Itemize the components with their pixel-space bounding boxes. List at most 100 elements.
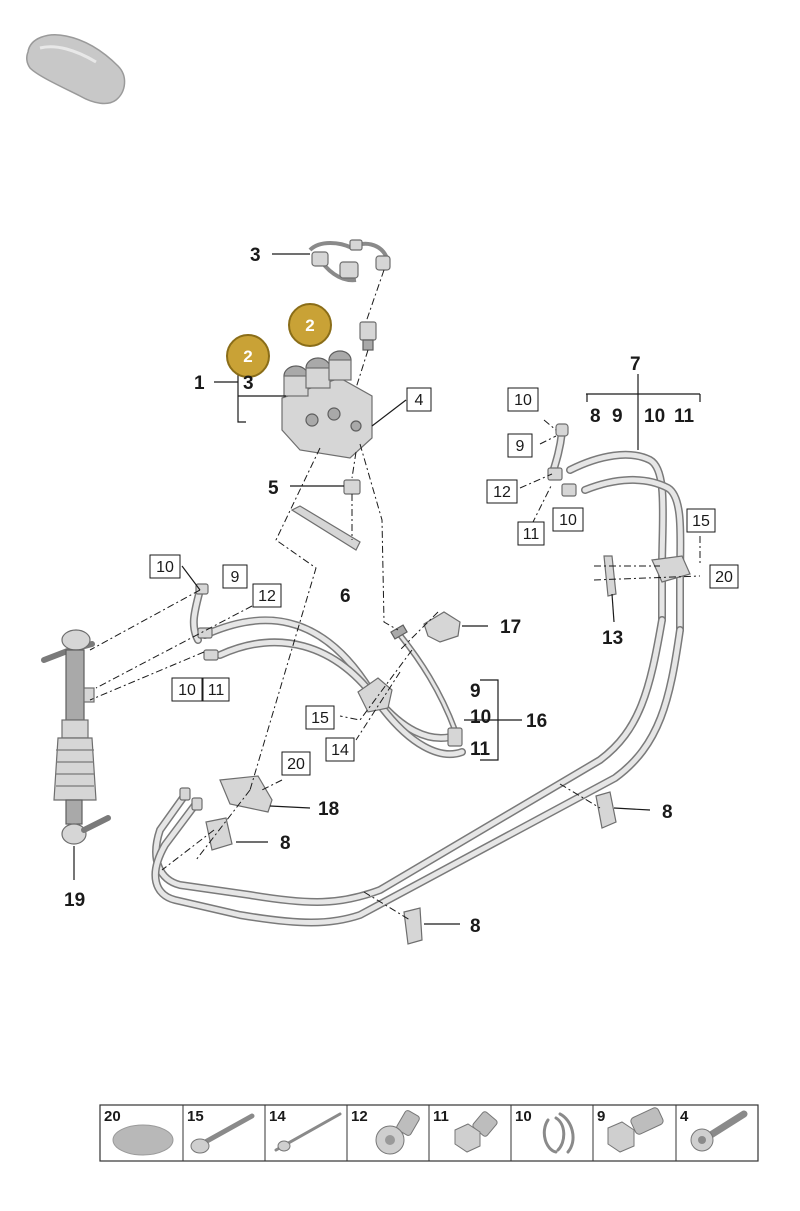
hydraulic-pipes [151, 428, 685, 927]
heat-shield-part [219, 775, 273, 813]
hex-head-bolt-icon [607, 1107, 664, 1153]
wiring-harness-part [308, 239, 391, 283]
callout-13[interactable]: 13 [602, 628, 623, 649]
assembly-lines [89, 269, 701, 921]
clip-8-right-part [595, 791, 617, 829]
callout-15-right-box[interactable]: 15 [686, 508, 716, 533]
svg-text:11: 11 [523, 526, 540, 543]
callout-10-right2-box[interactable]: 10 [552, 507, 584, 532]
badge-2-upper[interactable]: 2 [288, 303, 332, 347]
actuator-strut-part [41, 629, 111, 845]
svg-text:15: 15 [311, 710, 329, 727]
callout-12-left-box[interactable]: 12 [252, 583, 282, 608]
grommet-part [343, 479, 361, 495]
leader-lines [73, 253, 701, 925]
callout-1[interactable]: 1 [194, 373, 205, 394]
callout-16-9[interactable]: 9 [470, 681, 481, 702]
callout-3-valve[interactable]: 3 [243, 373, 254, 394]
callout-6[interactable]: 6 [340, 586, 351, 607]
spring-clip-icon [542, 1112, 575, 1154]
svg-text:14: 14 [331, 742, 349, 759]
callout-19[interactable]: 19 [64, 890, 85, 911]
callout-7[interactable]: 7 [630, 354, 641, 375]
svg-text:10: 10 [514, 392, 532, 409]
callout-20-mid-box[interactable]: 20 [281, 751, 311, 776]
callout-7-11[interactable]: 11 [674, 406, 695, 427]
callout-20-right-box[interactable]: 20 [709, 564, 739, 589]
callout-14-mid-box[interactable]: 14 [325, 737, 355, 762]
callout-4-box[interactable]: 4 [406, 387, 432, 412]
callout-9-right-box[interactable]: 9 [507, 433, 533, 458]
svg-text:12: 12 [258, 588, 276, 605]
svg-text:2: 2 [243, 347, 252, 366]
svg-text:9: 9 [231, 569, 240, 586]
washer-disc-icon [112, 1124, 174, 1156]
svg-text:10: 10 [559, 512, 577, 529]
callout-10-right-box[interactable]: 10 [507, 387, 539, 412]
pressure-sensor-part [359, 321, 377, 351]
rivet-pin-icon [274, 1112, 342, 1152]
mounting-bar-part [290, 505, 361, 551]
callout-10-left2-box[interactable]: 10 [171, 677, 203, 702]
parts-cell-12[interactable]: 12 [351, 1108, 420, 1155]
banjo-bolt-icon [375, 1110, 420, 1155]
callout-17[interactable]: 17 [500, 617, 521, 638]
parts-cell-9[interactable]: 9 [597, 1107, 664, 1153]
callout-11-right-box[interactable]: 11 [517, 521, 545, 546]
callout-15-mid-box[interactable]: 15 [305, 705, 335, 730]
callout-7-10[interactable]: 10 [644, 406, 665, 427]
pipe-support-part [651, 555, 691, 583]
callout-12-right-box[interactable]: 12 [486, 479, 518, 504]
parts-cell-14[interactable]: 14 [269, 1108, 342, 1152]
clip-8-left-part [205, 817, 233, 851]
callout-16-10[interactable]: 10 [470, 707, 491, 728]
callout-8-right[interactable]: 8 [662, 802, 673, 823]
svg-text:12: 12 [493, 484, 511, 501]
svg-text:10: 10 [156, 559, 174, 576]
svg-text:20: 20 [287, 756, 305, 773]
valve-block-part [281, 350, 373, 459]
torx-screw-icon [690, 1110, 748, 1152]
svg-text:11: 11 [208, 682, 225, 699]
svg-text:14: 14 [269, 1108, 286, 1125]
callout-5[interactable]: 5 [268, 478, 279, 499]
callout-8-left[interactable]: 8 [280, 833, 291, 854]
svg-text:2: 2 [305, 316, 314, 335]
bracket-part [603, 555, 617, 597]
badge-2-lower[interactable]: 2 [226, 334, 270, 378]
callout-9-left-box[interactable]: 9 [222, 564, 248, 589]
boxed-callouts: 4 10 9 12 11 10 15 20 [149, 387, 739, 776]
pipe-clip-part [390, 611, 461, 643]
callout-16-11[interactable]: 11 [470, 739, 491, 760]
callout-18[interactable]: 18 [318, 799, 339, 820]
callout-16[interactable]: 16 [526, 711, 547, 732]
callout-10-left-box[interactable]: 10 [149, 554, 181, 579]
svg-text:10: 10 [178, 682, 196, 699]
callout-8-bottom[interactable]: 8 [470, 916, 481, 937]
svg-text:9: 9 [516, 438, 525, 455]
callout-3[interactable]: 3 [250, 245, 261, 266]
svg-text:15: 15 [692, 513, 710, 530]
callout-labels: 3 1 3 5 6 7 8 9 10 11 13 8 8 8 17 9 10 1… [64, 245, 695, 937]
parts-cell-15[interactable]: 15 [187, 1108, 255, 1154]
svg-text:20: 20 [715, 569, 733, 586]
clip-8-bottom-part [403, 907, 423, 945]
svg-text:12: 12 [351, 1108, 368, 1125]
svg-text:15: 15 [187, 1108, 204, 1125]
parts-cell-11[interactable]: 11 [433, 1108, 498, 1153]
callout-7-9[interactable]: 9 [612, 406, 623, 427]
fastener-parts-table: 20 15 14 12 [99, 1104, 759, 1162]
callout-11-left-box[interactable]: 11 [202, 677, 230, 702]
svg-text:10: 10 [515, 1108, 532, 1125]
parts-cell-4[interactable]: 4 [680, 1108, 748, 1152]
callout-7-8[interactable]: 8 [590, 406, 601, 427]
svg-text:4: 4 [680, 1108, 689, 1125]
hex-union-nut-icon [454, 1111, 498, 1153]
svg-text:9: 9 [597, 1108, 605, 1125]
long-bolt-icon [190, 1113, 255, 1154]
svg-text:11: 11 [433, 1108, 449, 1125]
svg-text:20: 20 [104, 1108, 121, 1125]
pipe-holder-part [357, 677, 463, 747]
parts-cell-20[interactable]: 20 [104, 1108, 174, 1156]
parts-cell-10[interactable]: 10 [515, 1108, 575, 1154]
